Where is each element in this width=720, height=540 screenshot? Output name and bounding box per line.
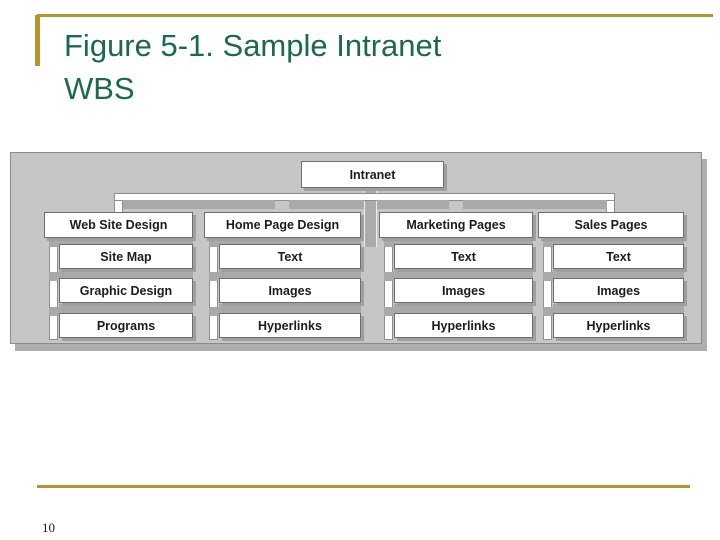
wbs-task-box: Images <box>394 278 533 303</box>
child-connector-bar <box>553 269 684 278</box>
wbs-task-box: Graphic Design <box>59 278 193 303</box>
top-rail-gray-segment <box>289 200 364 209</box>
wbs-category-box: Marketing Pages <box>379 212 533 238</box>
child-connector-bar <box>59 235 193 244</box>
child-connector-bar <box>394 304 533 313</box>
child-connector-stub <box>49 272 61 281</box>
child-connector-stub <box>49 238 61 247</box>
gold-bottom-rule <box>37 485 690 488</box>
child-connector-stub <box>384 238 396 247</box>
child-connector-bar <box>59 269 193 278</box>
top-rail-gray-segment <box>377 200 449 209</box>
page-title: Figure 5-1. Sample Intranet WBS <box>64 24 684 110</box>
top-rail-gray-segment <box>123 200 275 209</box>
slide-page-number: 10 <box>42 520 55 535</box>
wbs-category-box: Home Page Design <box>204 212 361 238</box>
wbs-task-box: Images <box>553 278 684 303</box>
top-rail-gray-segment <box>463 200 607 209</box>
wbs-task-box: Hyperlinks <box>219 313 361 338</box>
wbs-root-box: Intranet <box>301 161 444 188</box>
page-title-line2: WBS <box>64 71 135 106</box>
page-title-line1: Figure 5-1. Sample Intranet <box>64 28 442 63</box>
wbs-task-box: Text <box>394 244 533 269</box>
wbs-task-box: Site Map <box>59 244 193 269</box>
child-connector-bar <box>59 304 193 313</box>
child-connector-bar <box>219 235 361 244</box>
wbs-category-box: Sales Pages <box>538 212 684 238</box>
wbs-task-box: Hyperlinks <box>394 313 533 338</box>
wbs-category-box: Web Site Design <box>44 212 193 238</box>
child-connector-bar <box>219 269 361 278</box>
child-connector-stub <box>209 272 221 281</box>
root-trunk-connector <box>364 188 377 247</box>
wbs-task-box: Images <box>219 278 361 303</box>
child-connector-bar <box>219 304 361 313</box>
child-connector-stub <box>384 307 396 316</box>
wbs-task-box: Programs <box>59 313 193 338</box>
child-connector-bar <box>553 304 684 313</box>
wbs-task-box: Hyperlinks <box>553 313 684 338</box>
wbs-task-box: Text <box>553 244 684 269</box>
child-connector-stub <box>209 238 221 247</box>
child-connector-bar <box>553 235 684 244</box>
child-connector-stub <box>209 307 221 316</box>
child-connector-stub <box>49 307 61 316</box>
wbs-task-box: Text <box>219 244 361 269</box>
gold-top-rule <box>37 14 713 17</box>
child-connector-stub <box>543 272 555 281</box>
gold-title-tick <box>35 15 40 66</box>
child-connector-bar <box>394 235 533 244</box>
child-connector-stub <box>543 238 555 247</box>
child-connector-bar <box>394 269 533 278</box>
child-connector-stub <box>384 272 396 281</box>
child-connector-stub <box>543 307 555 316</box>
top-rail-band <box>114 193 615 201</box>
